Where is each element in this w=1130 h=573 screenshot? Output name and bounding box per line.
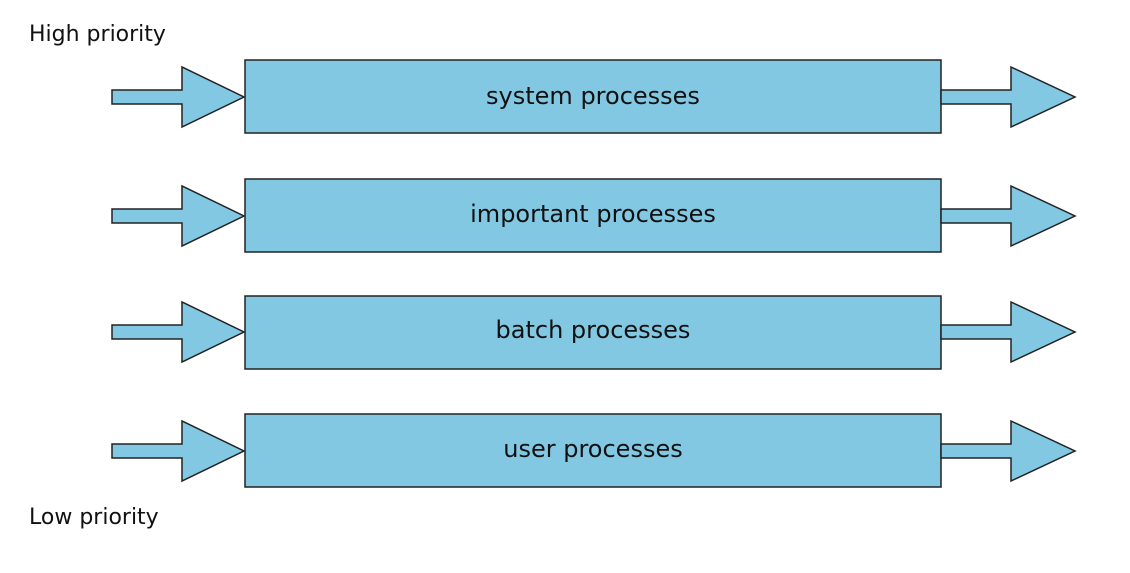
output-arrow [940,65,1077,129]
queue-row-batch: batch processes [111,295,1077,370]
input-arrow [111,65,246,129]
queue-box [244,178,942,253]
input-arrow [111,300,246,364]
low-priority-label: Low priority [29,505,159,530]
input-arrow [111,184,246,248]
output-arrow [940,300,1077,364]
high-priority-label: High priority [29,22,166,47]
queue-label: batch processes [496,316,691,344]
queue-label: user processes [503,435,682,463]
queue-row-important: important processes [111,178,1077,253]
output-arrow [940,419,1077,483]
queue-label: important processes [470,200,716,228]
output-arrow [940,184,1077,248]
queue-row-user: user processes [111,413,1077,488]
input-arrow [111,419,246,483]
queue-row-system: system processes [111,59,1077,134]
queue-label: system processes [486,82,700,110]
